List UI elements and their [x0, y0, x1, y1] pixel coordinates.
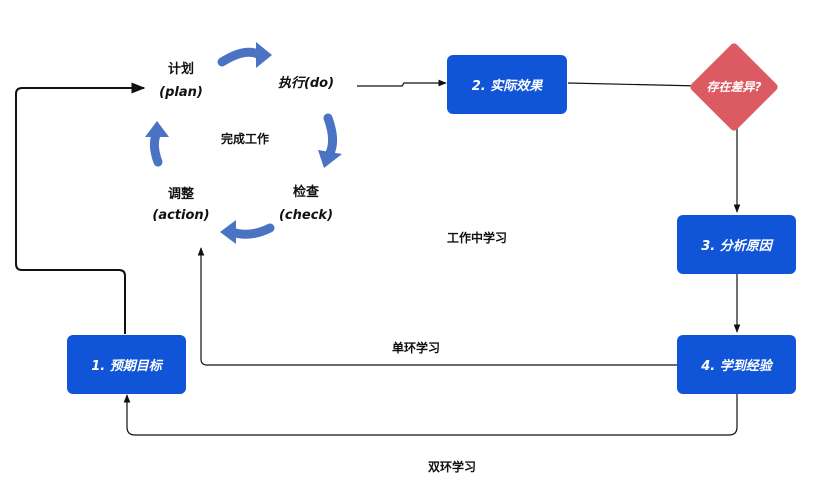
- arrow-result-to-diamond: [567, 82, 701, 90]
- cycle-arrowheads: [145, 42, 342, 244]
- do-label: 执行(do): [277, 76, 335, 91]
- center-label: 完成工作: [220, 132, 270, 146]
- learn-box: 4. 学到经验: [677, 335, 796, 394]
- act-sublabel: (action): [152, 208, 210, 223]
- cycle-arrow-check-to-act: [227, 223, 275, 239]
- goal-to-plan-line: [15, 82, 146, 334]
- act-label: 调整: [167, 187, 195, 202]
- result-box: 2. 实际效果: [447, 55, 567, 114]
- arrow-do-to-result: [357, 79, 447, 87]
- check-sublabel: (check): [278, 208, 334, 223]
- plan-sublabel: (plan): [159, 85, 203, 100]
- difference-label: 存在差异?: [706, 80, 762, 94]
- cycle-arrow-do-to-check: [323, 113, 338, 158]
- double-loop-label: 双环学习: [427, 460, 477, 474]
- analyze-box: 3. 分析原因: [677, 215, 796, 274]
- single-loop-line: [197, 247, 678, 366]
- learn-in-work-label: 工作中学习: [446, 231, 508, 245]
- cycle-arrow-act-to-plan: [149, 130, 163, 167]
- double-loop-line: [123, 394, 738, 436]
- cycle-arrow-plan-to-do: [217, 47, 263, 67]
- plan-label: 计划: [167, 62, 195, 77]
- check-label: 检查: [292, 185, 320, 200]
- single-loop-label: 单环学习: [391, 341, 441, 355]
- connectors: [123, 79, 741, 436]
- goal-box: 1. 预期目标: [67, 335, 186, 394]
